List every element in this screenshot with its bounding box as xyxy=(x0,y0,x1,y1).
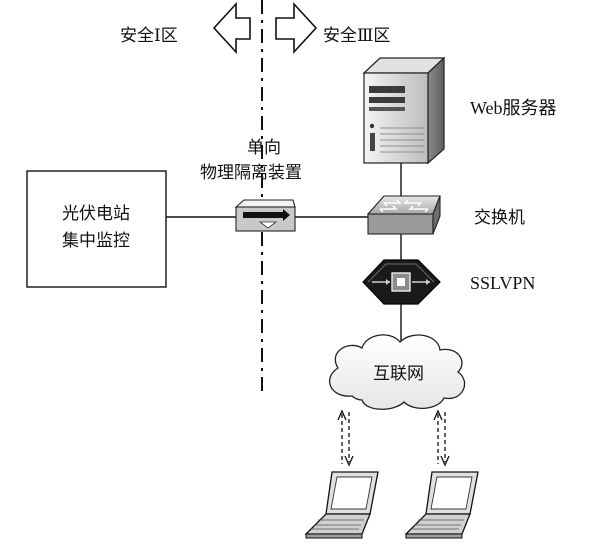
switch-label: 交换机 xyxy=(474,208,525,228)
monitor-box-label-line2: 集中监控 xyxy=(62,231,130,251)
wireless-link-right xyxy=(433,409,450,467)
vpn-appliance-icon xyxy=(362,259,441,305)
left-zone-label: 安全Ⅰ区 xyxy=(120,26,178,46)
laptop-right-icon xyxy=(404,471,479,539)
left-zone-arrow-icon xyxy=(212,1,251,55)
vpn-label: SSLVPN xyxy=(470,273,536,293)
isolation-device-icon xyxy=(234,199,296,232)
right-zone-arrow-icon xyxy=(275,1,318,55)
switch-icon xyxy=(366,195,441,235)
isolation-device-label-line2: 物理隔离装置 xyxy=(200,163,302,183)
server-icon xyxy=(362,56,446,165)
internet-label: 互联网 xyxy=(373,364,424,384)
laptop-left-icon xyxy=(304,471,379,539)
server-label: Web服务器 xyxy=(470,98,557,118)
isolation-device-label-line1: 单向 xyxy=(247,138,281,158)
internet-cloud-icon xyxy=(328,334,466,410)
wireless-link-left xyxy=(337,409,354,467)
monitor-box-label-line1: 光伏电站 xyxy=(62,204,130,224)
right-zone-label: 安全Ⅲ区 xyxy=(323,26,391,46)
monitor-box xyxy=(26,170,167,288)
